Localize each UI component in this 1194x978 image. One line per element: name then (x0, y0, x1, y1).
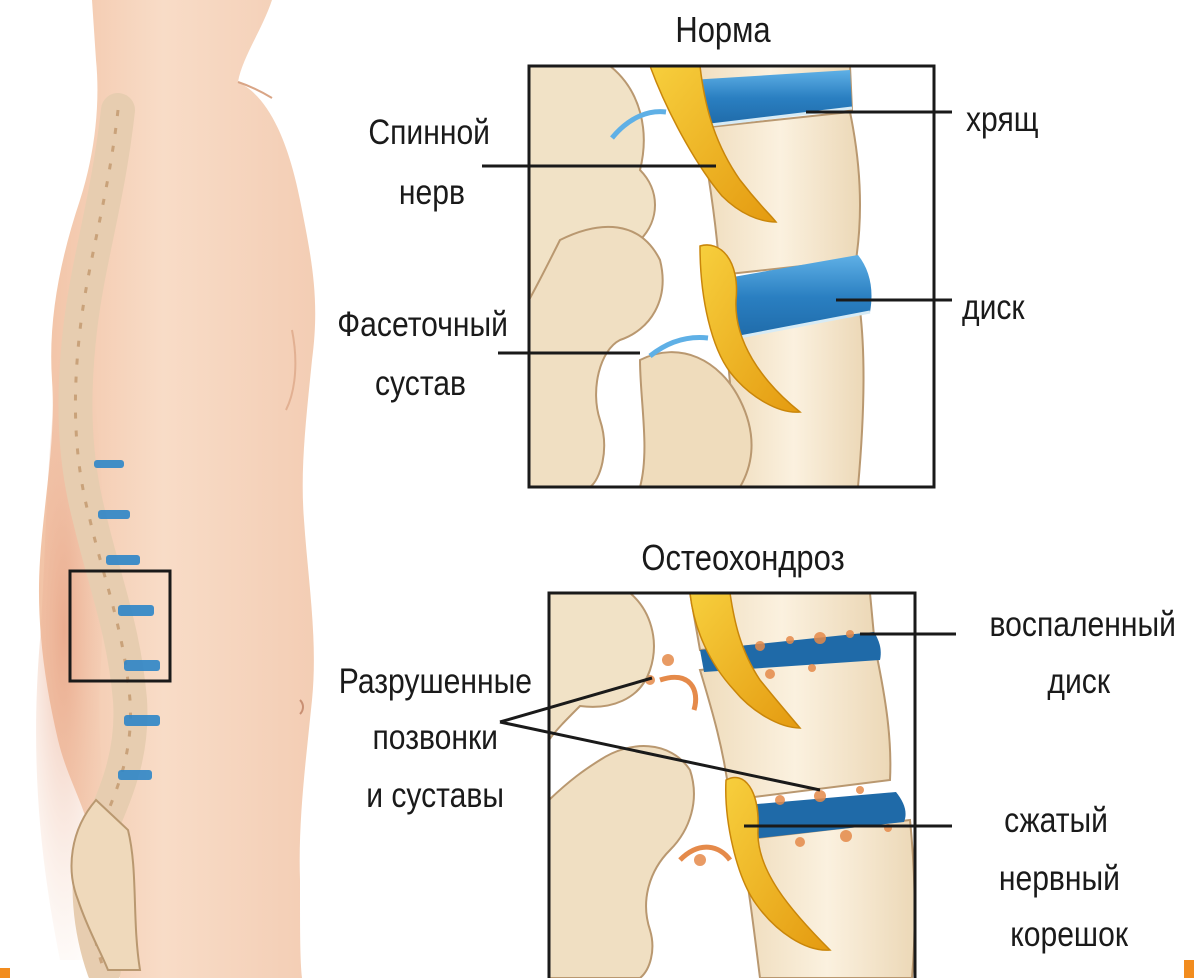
spinal-nerve-label-line1: Спинной (318, 113, 490, 153)
corner-accent-left (0, 968, 10, 978)
normal-panel-artwork (529, 66, 934, 487)
inflamed-disc-label-line1: воспаленный (964, 605, 1176, 645)
osteochondrosis-panel-title: Остеохондроз (605, 538, 880, 578)
facet-joint-label-line1: Фасеточный (329, 305, 508, 345)
osteochondrosis-panel-artwork (549, 593, 915, 978)
compressed-root-label-line1: сжатый (964, 801, 1108, 841)
normal-panel-title: Норма (637, 10, 809, 50)
compressed-root-label-line2: нервный (965, 859, 1120, 899)
compressed-root-label-line3: корешок (966, 915, 1128, 955)
spinal-nerve-label-line2: нерв (315, 173, 466, 213)
destroyed-label-line2: позвонки (324, 718, 498, 758)
inflamed-disc-label-line2: диск (955, 662, 1110, 702)
destroyed-label-line3: и суставы (325, 776, 504, 816)
facet-joint-label-line2: сустав (323, 364, 466, 404)
corner-accent-right (1184, 960, 1194, 978)
disc-label: диск (962, 288, 1025, 328)
cartilage-label: хрящ (966, 100, 1039, 140)
destroyed-label-line1: Разрушенные (329, 662, 532, 702)
